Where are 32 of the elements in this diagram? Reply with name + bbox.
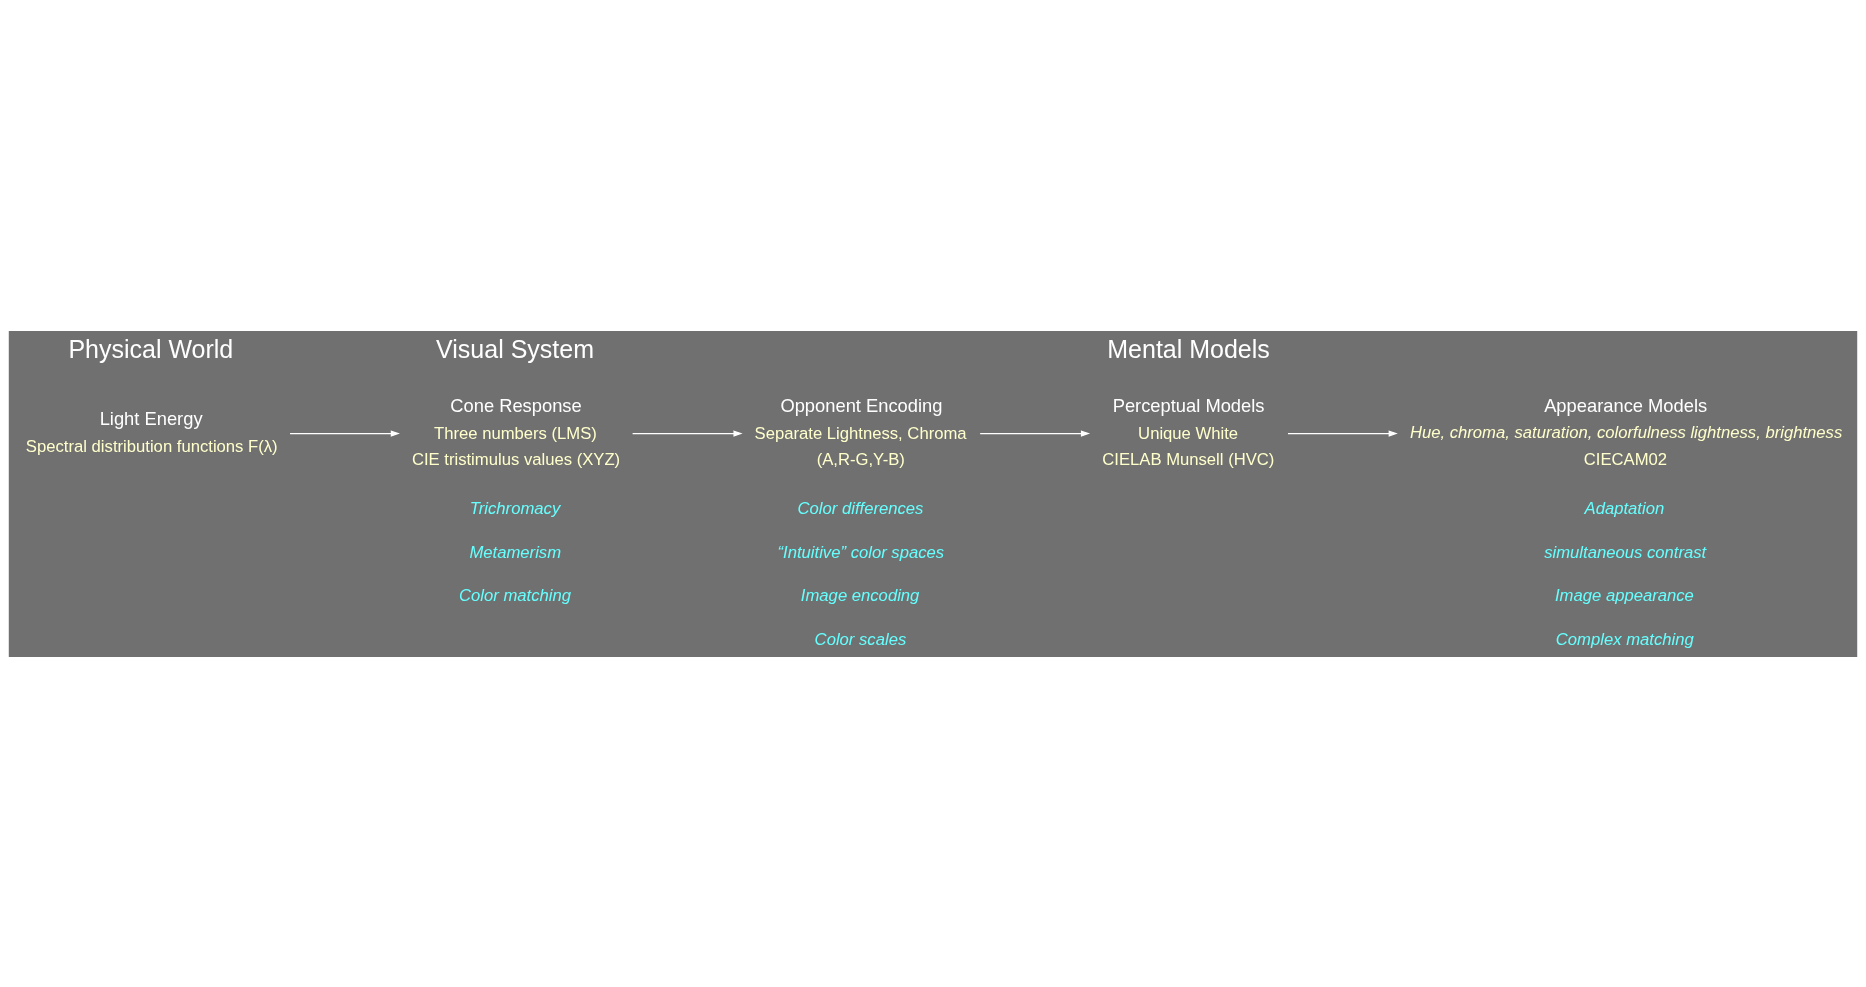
label: Metamerism xyxy=(469,542,562,562)
label: simultaneous contrast xyxy=(1544,542,1707,562)
label: Image encoding xyxy=(800,585,920,605)
label: Mental Models xyxy=(1107,334,1270,363)
node-label: Unique White xyxy=(1138,423,1239,443)
label: Image appearance xyxy=(1554,585,1694,605)
label: Color differences xyxy=(797,498,924,518)
label: Physical World xyxy=(68,334,234,363)
node-label: CIECAM02 xyxy=(1583,449,1668,469)
label: Complex matching xyxy=(1555,628,1694,648)
node-label: Spectral distribution functions F(λ) xyxy=(25,436,278,456)
node-text: Cone Response xyxy=(450,394,582,416)
node-label: Hue, chroma, saturation, colorfulness lightness, brightness xyxy=(1409,422,1843,442)
label: Adaptation xyxy=(1584,498,1665,518)
node-text: Light Energy xyxy=(99,407,203,429)
node-label: CIELAB Munsell (HVC) xyxy=(1102,449,1275,469)
node-label: Three numbers (LMS) xyxy=(433,423,597,443)
node-label: (A,R-G,Y-B) xyxy=(816,449,905,469)
arrow xyxy=(289,429,400,437)
label: “Intuitive” color spaces xyxy=(777,542,945,562)
node-text: Perceptual Models xyxy=(1112,394,1265,416)
node-label: Separate Lightness, Chroma xyxy=(754,423,967,443)
label: Color scales xyxy=(814,628,907,648)
label: Trichromacy xyxy=(469,498,561,518)
label: Color matching xyxy=(459,585,572,605)
node-text: Appearance Models xyxy=(1544,394,1708,416)
label: Visual System xyxy=(436,334,595,363)
arrow xyxy=(979,429,1091,437)
node-text: Opponent Encoding xyxy=(780,394,943,416)
arrow xyxy=(631,429,743,437)
arrow xyxy=(1287,429,1398,437)
node-label: CIE tristimulus values (XYZ) xyxy=(411,449,621,469)
